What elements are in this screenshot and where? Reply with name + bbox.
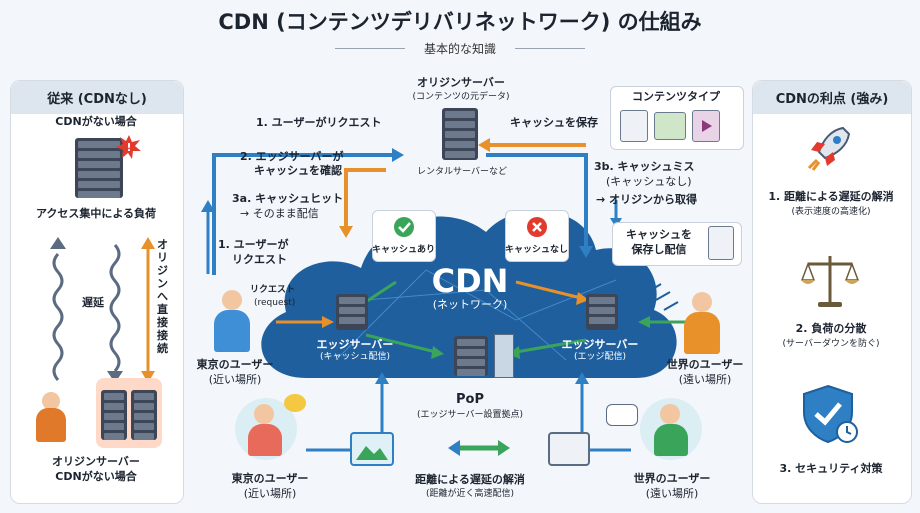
world-2: (遠い場所) [678,373,732,386]
chat-bubble-icon [606,404,638,426]
rental-label: レンタルサーバーなど [417,167,507,177]
page-title: CDN (コンテンツデリバリネットワーク) の仕組み [218,10,702,34]
world-user-head [692,292,712,312]
browser-icon [548,432,590,466]
cache-yes-label: キャッシュあり [372,245,436,255]
edge-left-1: エッジサーバー [316,338,394,351]
tokyo-bottom-body [248,424,282,456]
step2-line2: キャッシュを確認 [254,164,342,177]
tokyo-bottom-head [254,404,274,424]
benefit-2-title: 2. 負荷の分散 [795,322,867,335]
left-bottom-label-2: CDNがない場合 [55,470,137,483]
save-deliver-2: 保存し配信 [631,243,687,256]
cdn-sub: (ネットワーク) [432,298,508,311]
left-delay-arrows [50,237,155,383]
world-bottom-head [660,404,680,424]
save-deliver-1: キャッシュを [626,228,692,241]
pop-server [454,336,488,376]
cache-save-label: キャッシュを保存 [510,116,598,129]
world-b2: (遠い場所) [645,487,699,500]
edge-right-1: エッジサーバー [561,338,639,351]
step1-left-line1: 1. ユーザーが [218,238,289,251]
tokyo-b1: 東京のユーザー [231,472,309,485]
distance-1: 距離による遅延の解消 [415,473,525,486]
step1-top-label: 1. ユーザーがリクエスト [256,116,382,129]
edge-right-2: (エッジ配信) [573,352,627,362]
step3a-line2: → そのまま配信 [240,207,319,220]
tokyo-b2: (近い場所) [243,487,297,500]
pop-sub: (エッジサーバー設置拠点) [417,410,523,420]
tokyo-user-body [214,310,250,352]
benefit-1-sub: (表示速度の高速化) [791,207,871,217]
step2-line1: 2. エッジサーバーが [240,150,344,163]
left-load-label: アクセス集中による負荷 [35,207,157,220]
request-en-label: (request) [254,298,296,308]
smile-bubble-icon [284,394,306,412]
benefit-3-title: 3. セキュリティ対策 [779,462,883,475]
alert-burst-icon: ! [116,135,141,159]
origin-server [442,108,478,160]
step3b-line2: (キャッシュなし) [606,175,692,188]
benefit-2-sub: (サーバーダウンを防ぐ) [782,339,880,349]
edge-server-left [336,294,368,330]
left-server-stack [75,138,125,198]
image-file-icon [654,112,686,140]
world-1: 世界のユーザー [666,358,744,371]
left-burning-servers [96,378,162,448]
edge-server-right [586,294,618,330]
tokyo-user-head [222,290,242,310]
step1-left-line2: リクエスト [232,253,287,266]
cache-hit-badge [372,210,436,262]
image-icon [350,432,394,466]
left-user-head [42,392,60,410]
cache-no-label: キャッシュなし [505,245,569,255]
step3b-line1: 3b. キャッシュミス [594,160,695,173]
page-subtitle: 基本的な知識 [423,42,496,56]
html-file-icon [620,110,648,142]
step3b-line3: → オリジンから取得 [596,193,698,206]
scale-icon [800,256,860,307]
pop-building [494,334,514,378]
world-user-body [684,312,720,354]
origin-title: オリジンサーバー [417,76,505,89]
origin-sub: (コンテンツの元データ) [412,92,510,102]
right-panel-heading: CDNの利点 (強み) [753,81,911,114]
subtitle-rule-left [335,48,405,49]
left-direct-label: オリジンへ直接接続 [157,238,168,355]
cache-miss-badge [505,210,569,262]
distance-2: (距離が近く高速配信) [425,489,515,499]
rocket-icon [807,126,851,171]
left-user-body [36,408,66,442]
svg-text:!: ! [126,141,131,154]
pop-title: PoP [456,392,484,407]
cdn-title: CDN [431,262,509,300]
shield-icon [803,384,858,444]
world-bottom-body [654,424,688,456]
cdn-diagram [201,138,691,456]
left-top-label: CDNがない場合 [55,115,137,128]
left-bottom-label-1: オリジンサーバー [52,455,140,468]
video-file-icon [692,110,720,142]
request-label: リクエスト [250,285,296,295]
world-b1: 世界のユーザー [633,472,711,485]
left-delay-label: 遅延 [82,296,104,309]
left-panel-heading: 従来 (CDNなし) [11,81,183,114]
step3a-line1: 3a. キャッシュヒット [232,192,344,205]
benefit-1-title: 1. 距離による遅延の解消 [768,190,894,203]
tokyo-1: 東京のユーザー [196,358,274,371]
content-type-label: コンテンツタイプ [632,90,720,103]
edge-left-2: (キャッシュ配信) [319,352,391,362]
code-file-icon [708,226,734,260]
subtitle-rule-right [515,48,585,49]
tokyo-2: (近い場所) [208,373,262,386]
